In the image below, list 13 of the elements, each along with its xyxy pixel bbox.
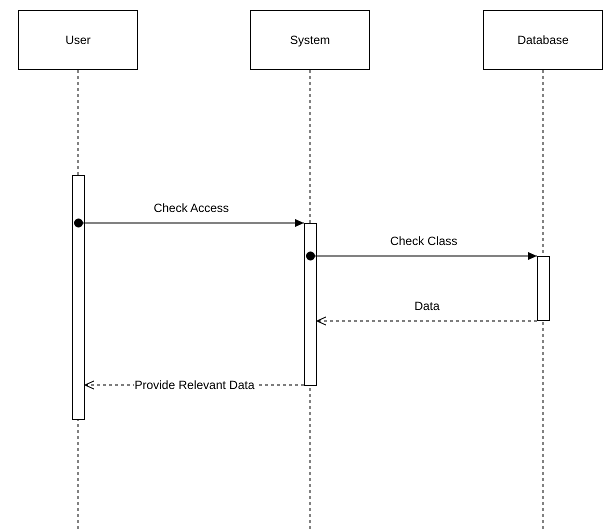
message-arrow xyxy=(74,218,304,228)
participant-box: Database xyxy=(483,10,603,70)
participant-box: System xyxy=(250,10,370,70)
message-label: Provide Relevant Data xyxy=(133,378,256,392)
activation-bar xyxy=(72,175,85,420)
message-label: Check Access xyxy=(152,201,230,215)
activation-bar xyxy=(537,256,550,321)
message-label: Data xyxy=(413,299,441,313)
message-arrow xyxy=(316,316,538,326)
activation-bar xyxy=(304,223,317,386)
participant-box: User xyxy=(18,10,138,70)
message-arrow xyxy=(306,252,538,260)
message-label: Check Class xyxy=(389,234,458,248)
